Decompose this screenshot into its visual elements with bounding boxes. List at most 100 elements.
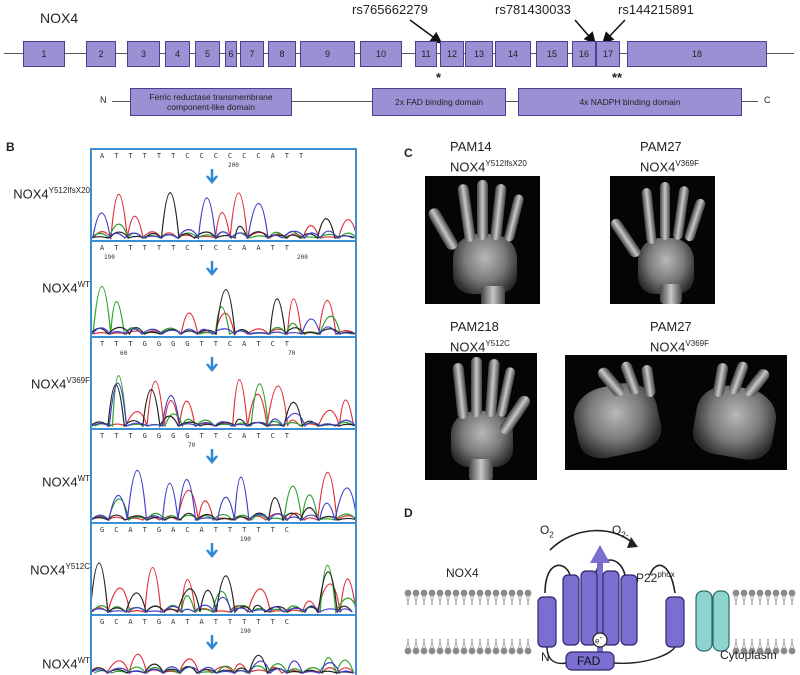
trace-plot bbox=[92, 469, 355, 522]
lipid-head bbox=[420, 589, 428, 597]
lipid-tail bbox=[734, 595, 738, 606]
lipid-head bbox=[524, 589, 532, 597]
trace-line bbox=[92, 318, 355, 336]
sequence-text: GCATGACATTTTTC bbox=[100, 526, 300, 534]
lipid-tail bbox=[454, 638, 458, 649]
lipid-tail bbox=[446, 595, 450, 606]
superoxide-label: O2- bbox=[612, 523, 629, 540]
trace-plot bbox=[92, 374, 355, 428]
position-label: 190 bbox=[240, 536, 251, 543]
p22phox-label: P22phox bbox=[636, 570, 675, 585]
chromatogram-track: TTTGGGGTTCATCT 60 70 bbox=[92, 338, 355, 430]
sequence-text: TTTGGGGTTCATCT bbox=[100, 432, 300, 440]
trace-line bbox=[92, 192, 355, 240]
trace-line bbox=[94, 374, 355, 428]
lipid-head bbox=[740, 647, 748, 655]
nox4-helix bbox=[602, 570, 620, 646]
trace-line bbox=[92, 660, 355, 675]
lipid-tail bbox=[790, 595, 794, 606]
genotype-label-2: NOX4WT bbox=[42, 280, 90, 296]
lipid-head bbox=[732, 589, 740, 597]
trace-line bbox=[92, 197, 353, 240]
snp-label-3: rs144215891 bbox=[618, 2, 694, 17]
chromatogram-track: GCATGACATTTTTC 190 bbox=[92, 524, 355, 616]
exon-15: 15 bbox=[536, 41, 568, 67]
nox4-helix bbox=[562, 574, 580, 646]
lipid-tail bbox=[758, 638, 762, 649]
nox4-helix bbox=[580, 570, 598, 646]
trace-line bbox=[92, 562, 353, 614]
electron-icon bbox=[592, 632, 608, 648]
lipid-head bbox=[788, 647, 796, 655]
trace-line bbox=[92, 566, 355, 614]
lipid-tail bbox=[526, 638, 530, 649]
lipid-head bbox=[492, 647, 500, 655]
lipid-head bbox=[756, 647, 764, 655]
nox4-helix bbox=[537, 596, 557, 648]
mutation-arrow-icon bbox=[206, 449, 218, 464]
radiograph-label-2: PAM27 NOX4V369F bbox=[640, 139, 699, 175]
radiograph-label-3: PAM218 NOX4Y512C bbox=[450, 319, 510, 355]
exon-5: 5 bbox=[195, 41, 220, 67]
nox4-helix bbox=[665, 596, 685, 648]
n-terminus-label: N bbox=[541, 650, 550, 664]
mutation-arrow-icon bbox=[206, 357, 218, 372]
lipid-head bbox=[420, 647, 428, 655]
p22phox-helix bbox=[695, 590, 713, 652]
genotype-label-3: NOX4V369F bbox=[31, 376, 90, 392]
lipid-tail bbox=[774, 595, 778, 606]
panel-b-letter: B bbox=[6, 140, 15, 154]
nox4-helix bbox=[620, 574, 638, 646]
genotype-label-4: NOX4WT bbox=[42, 474, 90, 490]
star-single: * bbox=[436, 70, 442, 85]
lipid-head bbox=[412, 589, 420, 597]
lipid-head bbox=[764, 647, 772, 655]
lipid-head bbox=[468, 647, 476, 655]
exon-6: 6 bbox=[225, 41, 237, 67]
lipid-tail bbox=[510, 638, 514, 649]
lipid-head bbox=[500, 589, 508, 597]
exon-8: 8 bbox=[268, 41, 296, 67]
lipid-head bbox=[516, 589, 524, 597]
fad-label: FAD bbox=[577, 654, 601, 668]
lipid-tail bbox=[758, 595, 762, 606]
lipid-head bbox=[516, 647, 524, 655]
radiograph-hand-1 bbox=[425, 176, 540, 304]
exon-12: 12 bbox=[440, 41, 464, 67]
lipid-tail bbox=[486, 595, 490, 606]
radiograph-label-1: PAM14 NOX4Y512IfsX20 bbox=[450, 139, 527, 175]
trace-line bbox=[92, 497, 355, 522]
o2-label: O2 bbox=[540, 523, 554, 540]
lipid-tail bbox=[502, 595, 506, 606]
domain-ferric-reductase: Ferric reductase transmembrane component… bbox=[130, 88, 292, 116]
lipid-tail bbox=[494, 595, 498, 606]
exon-3: 3 bbox=[127, 41, 160, 67]
protein-n-terminus: N bbox=[100, 95, 107, 105]
sequence-text: ATTTTTCTCCAATT bbox=[100, 244, 300, 252]
lipid-tail bbox=[470, 595, 474, 606]
position-label: 70 bbox=[288, 350, 296, 357]
electron-arrowhead-icon bbox=[590, 545, 610, 563]
position-label: 190 bbox=[104, 254, 115, 261]
lipid-tail bbox=[774, 638, 778, 649]
c-term-tail bbox=[613, 646, 676, 664]
membrane-model bbox=[404, 529, 796, 671]
trace-line bbox=[92, 485, 355, 522]
position-label: 70 bbox=[188, 442, 196, 449]
panel-c-letter: C bbox=[404, 146, 413, 160]
trace-plot bbox=[92, 562, 355, 614]
position-label: 60 bbox=[120, 350, 128, 357]
lipid-head bbox=[412, 647, 420, 655]
lipid-head bbox=[428, 589, 436, 597]
lipid-tail bbox=[462, 595, 466, 606]
trace-line bbox=[92, 289, 355, 336]
electron-label: e- bbox=[595, 633, 603, 646]
lipid-head bbox=[524, 647, 532, 655]
extracellular-loops bbox=[544, 559, 676, 594]
snp-arrows bbox=[409, 19, 626, 45]
lipid-tail bbox=[478, 595, 482, 606]
exon-18: 18 bbox=[627, 41, 767, 67]
sequence-text: ATTTTTCCCCCCATT bbox=[100, 152, 314, 160]
lipid-head bbox=[436, 647, 444, 655]
o2-reaction-arrow bbox=[549, 529, 636, 551]
